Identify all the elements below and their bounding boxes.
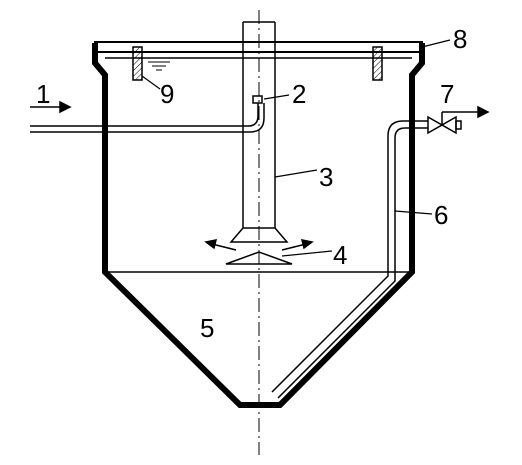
label-5-sludge-hopper: 5 bbox=[200, 313, 214, 343]
outlet-arrow bbox=[442, 105, 490, 119]
inlet-pipe-inner bbox=[30, 103, 265, 133]
label-4-deflector: 4 bbox=[333, 240, 347, 270]
valve bbox=[427, 112, 462, 135]
sludge-pipe-inner bbox=[277, 127, 428, 399]
label-2-inlet-nozzle: 2 bbox=[292, 79, 306, 109]
label-8-overflow-weir: 8 bbox=[453, 24, 467, 54]
inlet-pipe-outer bbox=[30, 103, 259, 127]
inlet-arrow bbox=[30, 100, 72, 114]
water-level-symbol bbox=[148, 61, 170, 71]
label-1-inlet: 1 bbox=[36, 79, 50, 109]
baffle-left bbox=[132, 46, 143, 81]
leader-lines bbox=[141, 39, 451, 257]
sludge-pipe-outer bbox=[271, 120, 428, 393]
label-9-baffle: 9 bbox=[160, 79, 174, 109]
baffle-right bbox=[372, 46, 383, 81]
label-3-central-tube: 3 bbox=[319, 162, 333, 192]
flow-arrows bbox=[204, 239, 314, 251]
tube-bell-mouth bbox=[229, 227, 289, 243]
label-6-sludge-pipe: 6 bbox=[434, 200, 448, 230]
tank-wall bbox=[92, 43, 425, 408]
label-7-outlet: 7 bbox=[440, 79, 454, 109]
inlet-nozzle bbox=[252, 95, 263, 104]
